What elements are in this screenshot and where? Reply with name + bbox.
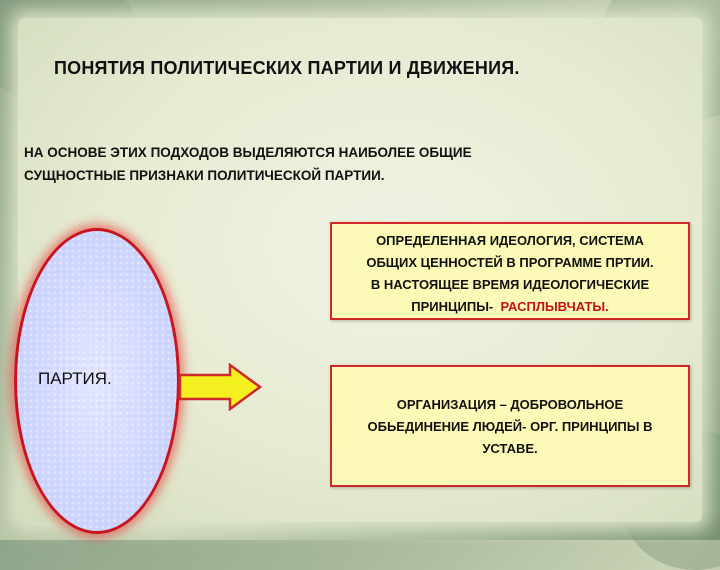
box-line: ОБЬЕДИНЕНИЕ ЛЮДЕЙ- ОРГ. ПРИНЦИПЫ В [367, 419, 653, 434]
box-line: ОПРЕДЕЛЕННАЯ ИДЕОЛОГИЯ, СИСТЕМА [376, 233, 644, 248]
box-line: УСТАВЕ. [482, 441, 538, 456]
slide-subtitle: НА ОСНОВЕ ЭТИХ ПОДХОДОВ ВЫДЕЛЯЮТСЯ НАИБО… [24, 141, 664, 187]
subtitle-line: СУЩНОСТНЫЕ ПРИЗНАКИ ПОЛИТИЧЕСКОЙ ПАРТИИ. [24, 168, 385, 183]
subtitle-line: НА ОСНОВЕ ЭТИХ ПОДХОДОВ ВЫДЕЛЯЮТСЯ НАИБО… [24, 145, 472, 160]
box-line-prefix: ПРИНЦИПЫ- [411, 299, 494, 314]
slide-title: ПОНЯТИЯ ПОЛИТИЧЕСКИХ ПАРТИИ И ДВИЖЕНИЯ. [54, 58, 520, 78]
right-arrow-icon [178, 363, 262, 411]
party-oval [14, 228, 180, 534]
box-line-last: ПРИНЦИПЫ- РАСПЛЫВЧАТЫ. [332, 296, 688, 318]
party-label: ПАРТИЯ. [38, 369, 112, 388]
box-line: В НАСТОЯЩЕЕ ВРЕМЯ ИДЕОЛОГИЧЕСКИЕ [370, 277, 650, 292]
box-line: ОРГАНИЗАЦИЯ – ДОБРОВОЛЬНОЕ [396, 397, 624, 412]
ideology-box: ОПРЕДЕЛЕННАЯ ИДЕОЛОГИЯ, СИСТЕМА ОБЩИХ ЦЕ… [330, 222, 690, 320]
organization-box: ОРГАНИЗАЦИЯ – ДОБРОВОЛЬНОЕ ОБЬЕДИНЕНИЕ Л… [330, 365, 690, 487]
highlight-text: РАСПЛЫВЧАТЫ. [500, 299, 609, 314]
box-line: ОБЩИХ ЦЕННОСТЕЙ В ПРОГРАММЕ ПРТИИ. [366, 255, 654, 270]
